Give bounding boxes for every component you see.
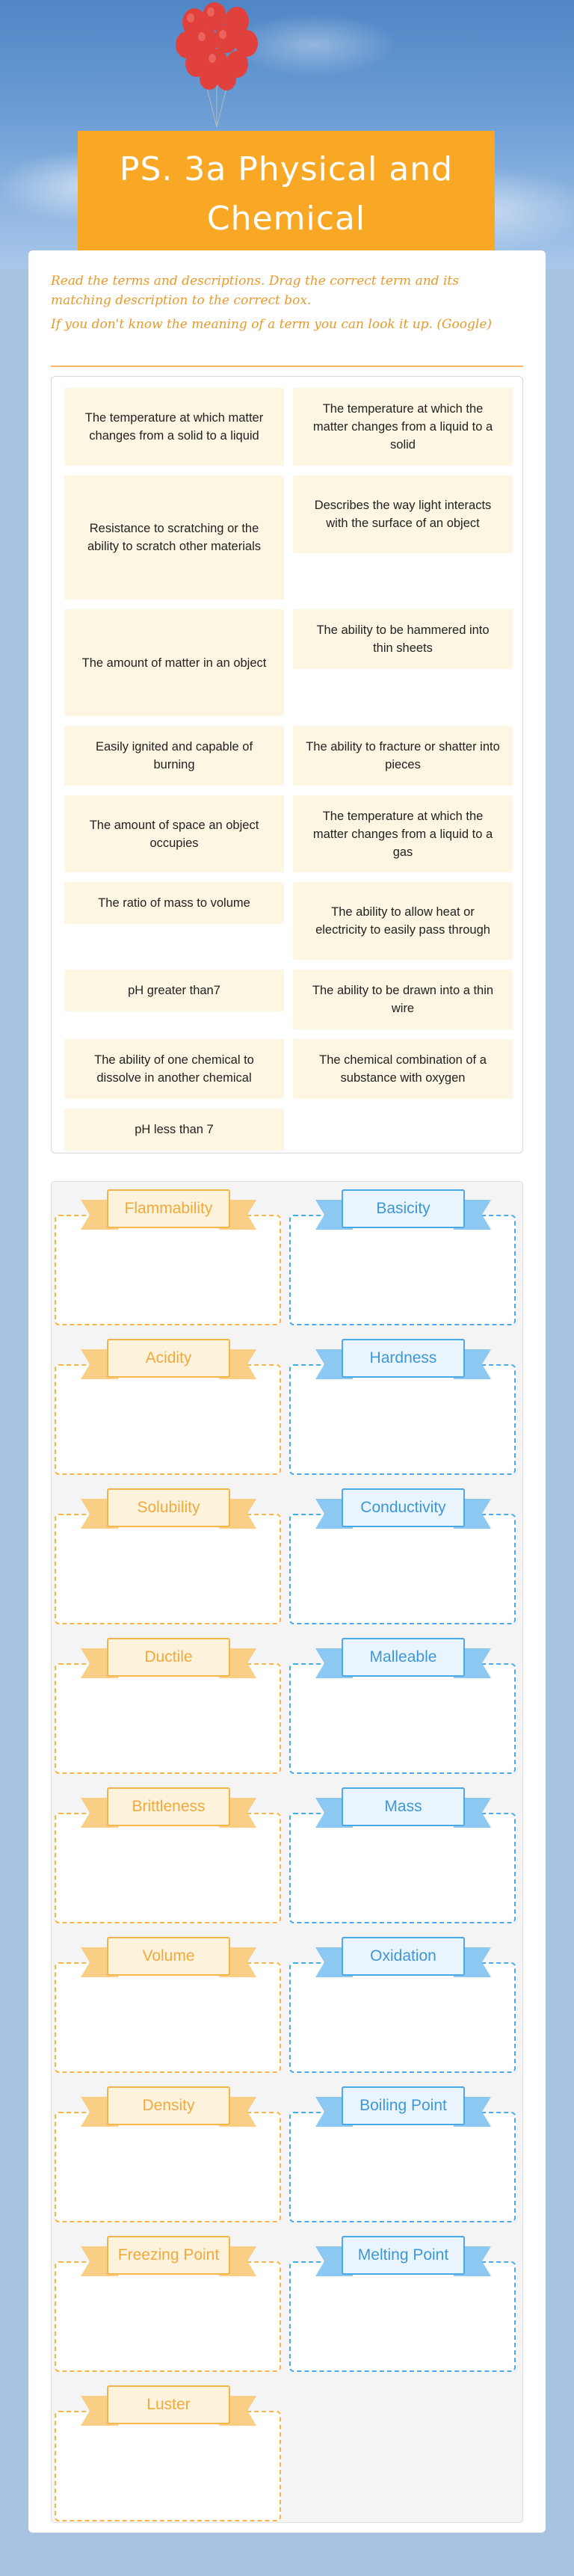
balloons-image: [176, 2, 258, 127]
drop-box[interactable]: [55, 1962, 281, 2073]
drop-box[interactable]: [289, 1663, 516, 1774]
category-zone: Boiling Point: [289, 2079, 517, 2225]
category-label: Freezing Point: [107, 2236, 230, 2275]
instructions: Read the terms and descriptions. Drag th…: [51, 271, 523, 339]
content-card: Read the terms and descriptions. Drag th…: [28, 250, 546, 2533]
category-ribbon: Ductile: [81, 1638, 256, 1678]
draggable-term[interactable]: The ratio of mass to volume: [64, 882, 284, 924]
category-ribbon: Luster: [81, 2385, 256, 2426]
category-label: Solubility: [107, 1488, 230, 1527]
category-ribbon: Oxidation: [315, 1937, 491, 1977]
category-label: Melting Point: [342, 2236, 465, 2275]
drop-box[interactable]: [55, 1813, 281, 1923]
category-ribbon: Melting Point: [315, 2236, 491, 2276]
draggable-term[interactable]: The temperature at which the matter chan…: [293, 388, 513, 466]
category-label: Hardness: [342, 1339, 465, 1378]
category-zone: Acidity: [55, 1331, 283, 1478]
category-zone: Melting Point: [289, 2228, 517, 2375]
category-zone: Basicity: [289, 1182, 517, 1328]
category-ribbon: Brittleness: [81, 1787, 256, 1828]
drop-box[interactable]: [55, 1364, 281, 1475]
drop-box[interactable]: [55, 2261, 281, 2372]
draggable-term[interactable]: The amount of matter in an object: [64, 609, 284, 716]
title-banner: PS. 3a Physical and Chemical: [78, 131, 495, 258]
draggable-term[interactable]: The chemical combination of a substance …: [293, 1039, 513, 1099]
draggable-term[interactable]: The temperature at which matter changes …: [64, 388, 284, 466]
drop-box[interactable]: [55, 2411, 281, 2521]
draggable-term[interactable]: pH less than 7: [64, 1109, 284, 1150]
category-label: Luster: [107, 2385, 230, 2424]
category-ribbon: Volume: [81, 1937, 256, 1977]
category-label: Ductile: [107, 1638, 230, 1677]
category-zone: Density: [55, 2079, 283, 2225]
category-label: Flammability: [107, 1189, 230, 1228]
drop-box[interactable]: [55, 1663, 281, 1774]
category-label: Basicity: [342, 1189, 465, 1228]
category-ribbon: Flammability: [81, 1189, 256, 1230]
drop-box[interactable]: [289, 2261, 516, 2372]
category-zone: Solubility: [55, 1481, 283, 1627]
category-ribbon: Malleable: [315, 1638, 491, 1678]
draggable-term[interactable]: Resistance to scratching or the ability …: [64, 475, 284, 600]
draggable-term[interactable]: The temperature at which the matter chan…: [293, 795, 513, 872]
category-ribbon: Boiling Point: [315, 2086, 491, 2127]
category-zone: Luster: [55, 2378, 283, 2524]
category-zone: Mass: [289, 1780, 517, 1926]
drop-box[interactable]: [289, 1215, 516, 1325]
category-label: Brittleness: [107, 1787, 230, 1826]
category-label: Oxidation: [342, 1937, 465, 1976]
category-zone: Oxidation: [289, 1929, 517, 2076]
draggable-term[interactable]: The ability to allow heat or electricity…: [293, 882, 513, 960]
instruction-text: If you don't know the meaning of a term …: [51, 317, 493, 332]
category-ribbon: Basicity: [315, 1189, 491, 1230]
draggable-term[interactable]: pH greater than7: [64, 970, 284, 1011]
draggable-term[interactable]: The ability to fracture or shatter into …: [293, 726, 513, 786]
category-ribbon: Acidity: [81, 1339, 256, 1379]
drop-box[interactable]: [55, 2112, 281, 2222]
category-zone: Freezing Point: [55, 2228, 283, 2375]
category-label: Density: [107, 2086, 230, 2125]
category-ribbon: Density: [81, 2086, 256, 2127]
category-label: Mass: [342, 1787, 465, 1826]
category-zone: Hardness: [289, 1331, 517, 1478]
category-label: Acidity: [107, 1339, 230, 1378]
category-zone: Flammability: [55, 1182, 283, 1328]
draggable-term[interactable]: Easily ignited and capable of burning: [64, 726, 284, 786]
category-zone: Volume: [55, 1929, 283, 2076]
drop-box[interactable]: [289, 1364, 516, 1475]
drop-box[interactable]: [55, 1514, 281, 1624]
category-ribbon: Hardness: [315, 1339, 491, 1379]
drop-box[interactable]: [289, 1514, 516, 1624]
draggable-term[interactable]: The ability of one chemical to dissolve …: [64, 1039, 284, 1099]
draggable-term[interactable]: The ability to be drawn into a thin wire: [293, 970, 513, 1029]
category-ribbon: Conductivity: [315, 1488, 491, 1529]
draggable-term[interactable]: The ability to be hammered into thin she…: [293, 609, 513, 669]
category-ribbon: Mass: [315, 1787, 491, 1828]
category-zone: Brittleness: [55, 1780, 283, 1926]
instruction-text: Read the terms and descriptions. Drag th…: [51, 274, 459, 308]
category-label: Conductivity: [342, 1488, 465, 1527]
category-label: Volume: [107, 1937, 230, 1976]
category-zone: Ductile: [55, 1630, 283, 1777]
draggable-term[interactable]: The amount of space an object occupies: [64, 795, 284, 872]
category-label: Boiling Point: [342, 2086, 465, 2125]
drop-box[interactable]: [289, 1962, 516, 2073]
drop-box[interactable]: [55, 1215, 281, 1325]
drop-box[interactable]: [289, 2112, 516, 2222]
divider: [51, 366, 523, 367]
category-zone: Malleable: [289, 1630, 517, 1777]
terms-bank: The temperature at which matter changes …: [51, 376, 523, 1153]
category-zone: Conductivity: [289, 1481, 517, 1627]
draggable-term[interactable]: Describes the way light interacts with t…: [293, 475, 513, 553]
category-ribbon: Solubility: [81, 1488, 256, 1529]
page-title: PS. 3a Physical and Chemical: [119, 150, 454, 238]
category-label: Malleable: [342, 1638, 465, 1677]
drop-box[interactable]: [289, 1813, 516, 1923]
category-ribbon: Freezing Point: [81, 2236, 256, 2276]
